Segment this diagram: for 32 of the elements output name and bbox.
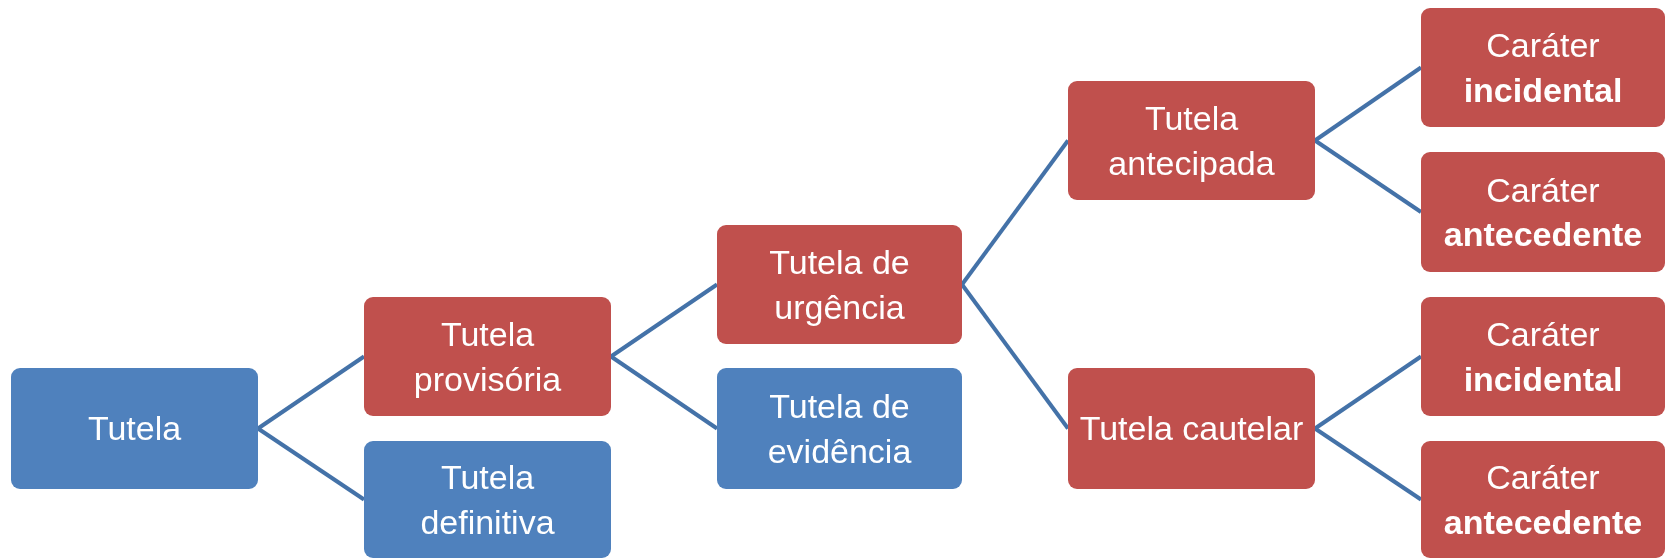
box-label: Tutela: [87, 408, 182, 450]
connector-line: [1313, 138, 1423, 214]
category-box: [364, 297, 611, 416]
box-label: Tutela de evidência: [766, 386, 913, 472]
category-box: [1068, 368, 1315, 489]
connector-line: [960, 283, 1070, 430]
category-box: [364, 441, 611, 558]
connector-line: [960, 139, 1070, 286]
box-label: Tutela antecipada: [1107, 98, 1276, 184]
connector-line: [256, 354, 366, 431]
box-label: Caráter incidental: [1462, 25, 1624, 111]
connector-line: [609, 354, 719, 431]
category-box: [1421, 297, 1665, 416]
category-box: [1068, 81, 1315, 200]
category-box: [1421, 441, 1665, 558]
box-label: Caráter antecedente: [1442, 457, 1644, 543]
box-label: Caráter antecedente: [1442, 169, 1644, 255]
box-label: Tutela provisória: [412, 314, 563, 400]
category-box: [1421, 8, 1665, 127]
connector-line: [609, 282, 719, 359]
category-box: [717, 225, 962, 344]
category-box: [11, 368, 258, 489]
category-box: [1421, 152, 1665, 272]
connector-line: [1313, 354, 1423, 431]
connector-line: [1313, 65, 1423, 143]
connector-line: [256, 426, 366, 502]
box-label: Tutela cautelar: [1079, 408, 1304, 450]
box-label: Tutela de urgência: [768, 242, 911, 328]
box-label: Tutela definitiva: [419, 457, 556, 543]
category-box: [717, 368, 962, 489]
box-label: Caráter incidental: [1462, 314, 1624, 400]
connector-line: [1313, 426, 1423, 502]
